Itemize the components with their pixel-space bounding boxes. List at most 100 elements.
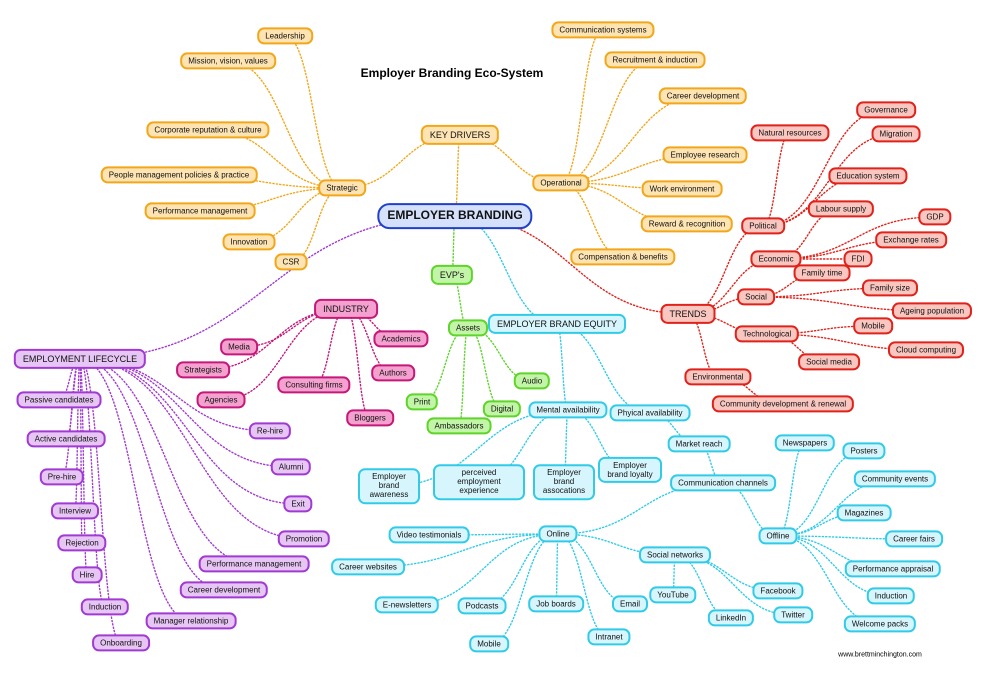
node-environmental[interactable]: Environmental xyxy=(684,368,752,386)
node-employer-brand-loyalty[interactable]: Employer brand loyalty xyxy=(598,456,662,484)
node-leadership[interactable]: Leadership xyxy=(257,27,313,45)
node-performance-appraisal[interactable]: Performance appraisal xyxy=(844,560,942,578)
node-active-candidates[interactable]: Active candidates xyxy=(26,430,106,448)
node-mobile-online[interactable]: Mobile xyxy=(469,635,509,653)
node-career-development-lifecycle[interactable]: Career development xyxy=(179,581,269,599)
node-communication-systems[interactable]: Communication systems xyxy=(551,21,655,39)
node-career-websites[interactable]: Career websites xyxy=(331,558,405,576)
node-media[interactable]: Media xyxy=(220,338,258,356)
node-social-networks[interactable]: Social networks xyxy=(638,546,712,564)
node-print[interactable]: Print xyxy=(405,393,439,411)
node-performance-management[interactable]: Performance management xyxy=(144,202,256,220)
node-operational[interactable]: Operational xyxy=(532,174,590,192)
node-performance-management-lifecycle[interactable]: Performance management xyxy=(198,555,310,573)
node-video-testimonials[interactable]: Video testimonials xyxy=(388,526,470,544)
node-technological[interactable]: Technological xyxy=(734,325,800,343)
node-academics[interactable]: Academics xyxy=(373,330,429,348)
node-interview[interactable]: Interview xyxy=(50,502,100,520)
node-recruitment-induction[interactable]: Recruitment & induction xyxy=(604,51,706,69)
node-political[interactable]: Political xyxy=(741,217,785,235)
node-promotion[interactable]: Promotion xyxy=(277,530,331,548)
node-exchange-rates[interactable]: Exchange rates xyxy=(875,231,947,249)
node-intranet[interactable]: Intranet xyxy=(587,628,631,646)
node-digital[interactable]: Digital xyxy=(482,400,522,418)
node-welcome-packs[interactable]: Welcome packs xyxy=(843,615,917,633)
node-hire[interactable]: Hire xyxy=(71,566,103,584)
node-mobile-trend[interactable]: Mobile xyxy=(853,317,893,335)
node-onboarding[interactable]: Onboarding xyxy=(92,634,150,652)
node-email[interactable]: Email xyxy=(611,595,649,613)
node-employer-branding[interactable]: EMPLOYER BRANDING xyxy=(377,203,533,229)
node-economic[interactable]: Economic xyxy=(750,250,802,268)
node-strategists[interactable]: Strategists xyxy=(176,361,230,379)
node-facebook[interactable]: Facebook xyxy=(752,582,804,600)
node-evps[interactable]: EVP's xyxy=(430,264,474,286)
node-social[interactable]: Social xyxy=(737,288,775,306)
node-exit[interactable]: Exit xyxy=(283,495,313,513)
node-podcasts[interactable]: Podcasts xyxy=(457,597,507,615)
node-mental-availability[interactable]: Mental availability xyxy=(528,401,608,419)
node-compensation-benefits[interactable]: Compensation & benefits xyxy=(570,248,676,266)
node-pre-hire[interactable]: Pre-hire xyxy=(39,468,85,486)
node-offline[interactable]: Offline xyxy=(758,527,798,545)
node-consulting-firms[interactable]: Consulting firms xyxy=(277,376,351,394)
node-career-fairs[interactable]: Career fairs xyxy=(885,530,943,548)
node-linkedin[interactable]: LinkedIn xyxy=(707,609,755,627)
node-passive-candidates[interactable]: Passive candidates xyxy=(16,391,102,409)
node-governance[interactable]: Governance xyxy=(856,101,916,119)
node-physical-availability[interactable]: Phyical availability xyxy=(609,404,691,422)
node-reward-recognition[interactable]: Reward & recognition xyxy=(640,215,734,233)
node-csr[interactable]: CSR xyxy=(274,253,308,271)
node-market-reach[interactable]: Market reach xyxy=(667,435,731,453)
node-magazines[interactable]: Magazines xyxy=(836,504,892,522)
node-youtube[interactable]: YouTube xyxy=(649,586,697,604)
node-key-drivers[interactable]: KEY DRIVERS xyxy=(420,124,500,146)
node-ambassadors[interactable]: Ambassadors xyxy=(426,417,492,435)
node-manager-relationship[interactable]: Manager relationship xyxy=(145,612,237,630)
node-work-environment[interactable]: Work environment xyxy=(641,180,723,198)
node-induction-lifecycle[interactable]: Induction xyxy=(80,598,130,616)
node-re-hire[interactable]: Re-hire xyxy=(248,422,292,440)
node-family-size[interactable]: Family size xyxy=(861,279,919,297)
node-audio[interactable]: Audio xyxy=(513,372,551,390)
node-agencies[interactable]: Agencies xyxy=(196,391,246,409)
node-employee-research[interactable]: Employee research xyxy=(662,146,748,164)
node-assets[interactable]: Assets xyxy=(447,319,489,337)
node-people-management[interactable]: People management policies & practice xyxy=(100,166,258,184)
node-communication-channels[interactable]: Communication channels xyxy=(670,474,776,492)
node-community-development[interactable]: Community development & renewal xyxy=(711,395,855,413)
node-job-boards[interactable]: Job boards xyxy=(528,595,584,613)
node-career-development[interactable]: Career development xyxy=(658,87,748,105)
node-twitter[interactable]: Twitter xyxy=(773,606,813,624)
node-corporate-reputation[interactable]: Corporate reputation & culture xyxy=(146,121,270,139)
node-induction-offline[interactable]: Induction xyxy=(866,587,916,605)
node-perceived-employment-experience[interactable]: perceived employment experience xyxy=(433,464,525,500)
node-natural-resources[interactable]: Natural resources xyxy=(750,124,830,142)
node-alumni[interactable]: Alumni xyxy=(270,458,312,476)
node-education-system[interactable]: Education system xyxy=(828,167,908,185)
node-gdp[interactable]: GDP xyxy=(918,208,952,226)
node-community-events[interactable]: Community events xyxy=(853,470,937,488)
node-e-newsletters[interactable]: E-newsletters xyxy=(374,596,440,614)
node-family-time[interactable]: Family time xyxy=(793,264,851,282)
node-authors[interactable]: Authors xyxy=(371,364,415,382)
node-employer-brand-equity[interactable]: EMPLOYER BRAND EQUITY xyxy=(487,313,627,335)
node-posters[interactable]: Posters xyxy=(842,442,886,460)
node-ageing-population[interactable]: Ageing population xyxy=(891,302,973,320)
node-cloud-computing[interactable]: Cloud computing xyxy=(887,341,965,359)
node-online[interactable]: Online xyxy=(538,525,578,543)
node-labour-supply[interactable]: Labour supply xyxy=(807,200,875,218)
node-migration[interactable]: Migration xyxy=(871,125,921,143)
node-employment-lifecycle[interactable]: EMPLOYMENT LIFECYCLE xyxy=(13,348,147,370)
node-industry[interactable]: INDUSTRY xyxy=(314,298,378,320)
node-trends[interactable]: TRENDS xyxy=(660,303,716,325)
node-mission-vision-values[interactable]: Mission, vision, values xyxy=(180,52,276,70)
node-fdi[interactable]: FDI xyxy=(843,250,873,268)
node-newspapers[interactable]: Newspapers xyxy=(774,434,836,452)
node-rejection[interactable]: Rejection xyxy=(57,534,107,552)
node-social-media[interactable]: Social media xyxy=(798,353,860,371)
node-employer-brand-awareness[interactable]: Employer brand awareness xyxy=(358,468,420,504)
node-innovation[interactable]: Innovation xyxy=(222,233,276,251)
node-employer-brand-associations[interactable]: Employer brand assocations xyxy=(533,464,595,500)
node-bloggers[interactable]: Bloggers xyxy=(346,409,394,427)
